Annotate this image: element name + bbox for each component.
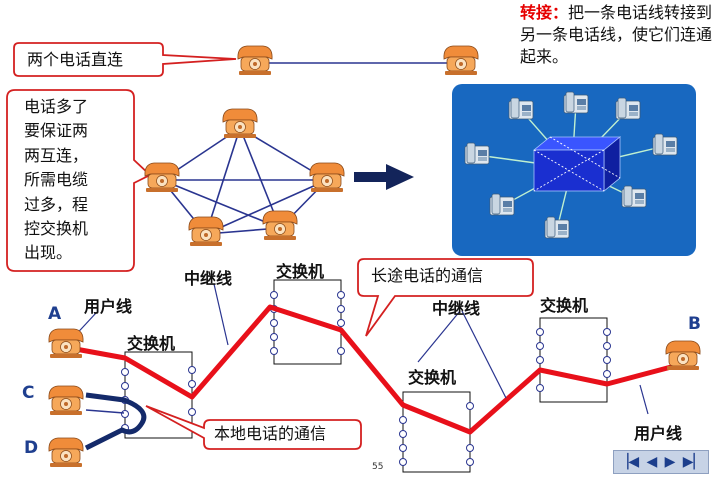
transfer-note-text: 把一条电话线转接到另一条电话线，使它们连通起来。 <box>520 3 713 66</box>
callout-many-line: 两互连， <box>24 145 89 165</box>
page-number: 55 <box>372 462 384 472</box>
callout-local-text: 本地电话的通信 <box>214 424 327 443</box>
callout-many-line: 控交换机 <box>24 219 89 239</box>
phone-b-label: B <box>688 314 701 334</box>
callout-many-line: 电话多了 <box>24 97 89 116</box>
phone-a-label: A <box>48 304 62 324</box>
desk-phone-icon <box>508 97 534 120</box>
switch-cube <box>532 136 622 192</box>
callout-direct-text: 两个电话直连 <box>27 50 124 69</box>
phone-icon <box>188 216 224 247</box>
phone-c-line <box>85 409 125 414</box>
phone-icon <box>222 108 258 139</box>
right-arrow-icon <box>354 164 414 190</box>
phone-d-icon <box>48 437 84 468</box>
callout-many-line: 出现。 <box>24 243 73 263</box>
desk-phone-icon <box>615 97 641 120</box>
desk-phone-icon <box>544 216 570 239</box>
phone-c-icon <box>48 385 84 416</box>
transfer-note: 转接：把一条电话线转接到另一条电话线，使它们连通起来。 <box>520 2 720 68</box>
switch-label-4: 交换机 <box>540 296 589 315</box>
slide-nav: ▕◀ ◀ ▶ ▶▏ <box>613 450 709 474</box>
long-distance-path <box>69 304 691 435</box>
callout-direct-box <box>13 42 237 77</box>
user-line-label-right: 用户线 <box>634 424 683 443</box>
phone-icon <box>237 45 273 76</box>
desk-phone-icon <box>489 193 515 216</box>
callout-many-line: 要保证两 <box>24 121 89 141</box>
trunk-line-label-1: 中继线 <box>184 269 233 288</box>
callout-many-line: 过多，程 <box>24 194 89 214</box>
desk-phone-icon <box>563 91 589 114</box>
callout-many-line: 所需电缆 <box>24 170 89 190</box>
phone-b-icon <box>665 340 701 371</box>
callout-long-box <box>357 258 534 337</box>
phone-c-label: C <box>22 383 35 403</box>
desk-phone-icon <box>621 185 647 208</box>
local-call-loop <box>84 392 147 451</box>
phone-icon <box>144 162 180 193</box>
switch-box-4 <box>536 317 611 403</box>
desk-phone-icon <box>464 142 490 165</box>
last-slide-button[interactable]: ▶▏ <box>682 454 705 470</box>
next-slide-button[interactable]: ▶ <box>664 454 676 470</box>
user-line-label-left: 用户线 <box>84 297 133 316</box>
callout-local-box <box>145 405 362 450</box>
phone-icon <box>443 45 479 76</box>
callout-long-text: 长途电话的通信 <box>371 266 484 285</box>
switch-label-2: 交换机 <box>276 262 325 281</box>
phone-a-icon <box>48 328 84 359</box>
phone-d-label: D <box>24 438 39 458</box>
mesh-lines <box>161 127 328 235</box>
trunk-line-label-2: 中继线 <box>432 299 481 318</box>
switch-label-3: 交换机 <box>408 368 457 387</box>
transfer-note-highlight: 转接： <box>520 3 569 22</box>
callout-many-text: 电话多了 要保证两 两互连， 所需电缆 过多，程 控交换机 出现。 <box>24 95 88 266</box>
prev-slide-button[interactable]: ◀ <box>646 454 658 470</box>
switch-box-2 <box>270 279 345 365</box>
switch-box-3 <box>399 391 474 473</box>
desk-phone-icon <box>652 133 678 156</box>
phone-icon <box>262 210 298 241</box>
phone-icon <box>309 162 345 193</box>
first-slide-button[interactable]: ▕◀ <box>617 454 640 470</box>
switch-label-1: 交换机 <box>127 334 176 353</box>
callout-many-box <box>6 89 152 272</box>
